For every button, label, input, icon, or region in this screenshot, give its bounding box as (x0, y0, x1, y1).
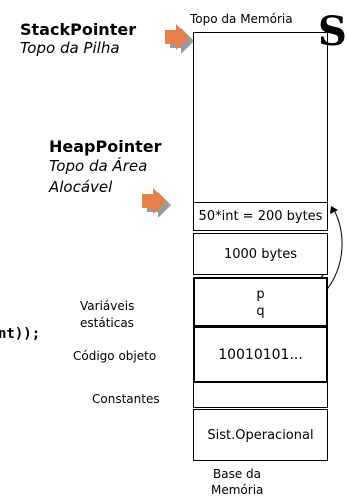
constants-block (193, 382, 328, 408)
os-label: Sist.Operacional (207, 428, 314, 443)
object-code-value: 10010101... (218, 347, 303, 363)
stack-free-area (193, 32, 328, 203)
static-vars-block: p q (193, 277, 328, 327)
stack-pointer-arrow-icon (165, 24, 194, 54)
bytes-1000-block: 1000 bytes (193, 233, 328, 275)
var-q-label: q (256, 304, 265, 319)
corner-glyph: S (318, 8, 347, 55)
heap-pointer-title: HeapPointer (49, 137, 162, 156)
memory-base-label-1: Base da (213, 467, 262, 481)
int-array-block: 50*int = 200 bytes (193, 202, 328, 231)
stack-pointer-title: StackPointer (20, 20, 137, 39)
constants-label: Constantes (92, 392, 160, 406)
os-block: Sist.Operacional (193, 409, 328, 461)
object-code-label: Código objeto (73, 349, 157, 363)
heap-pointer-subtitle-1: Topo da Área (49, 157, 148, 175)
heap-pointer-arrow-icon (142, 188, 171, 218)
int-array-label: 50*int = 200 bytes (198, 209, 323, 224)
heap-pointer-subtitle-2: Alocável (49, 178, 113, 196)
object-code-block: 10010101... (193, 326, 328, 383)
memory-base-label-2: Memória (211, 483, 264, 497)
code-fragment: nt)); (0, 326, 41, 342)
var-p-label: p (256, 287, 265, 302)
stack-pointer-subtitle: Topo da Pilha (20, 39, 120, 57)
static-vars-label-1: Variáveis (80, 299, 135, 313)
bytes-1000-label: 1000 bytes (223, 247, 298, 262)
memory-top-label: Topo da Memória (190, 12, 293, 26)
static-vars-label-2: estáticas (80, 316, 134, 330)
